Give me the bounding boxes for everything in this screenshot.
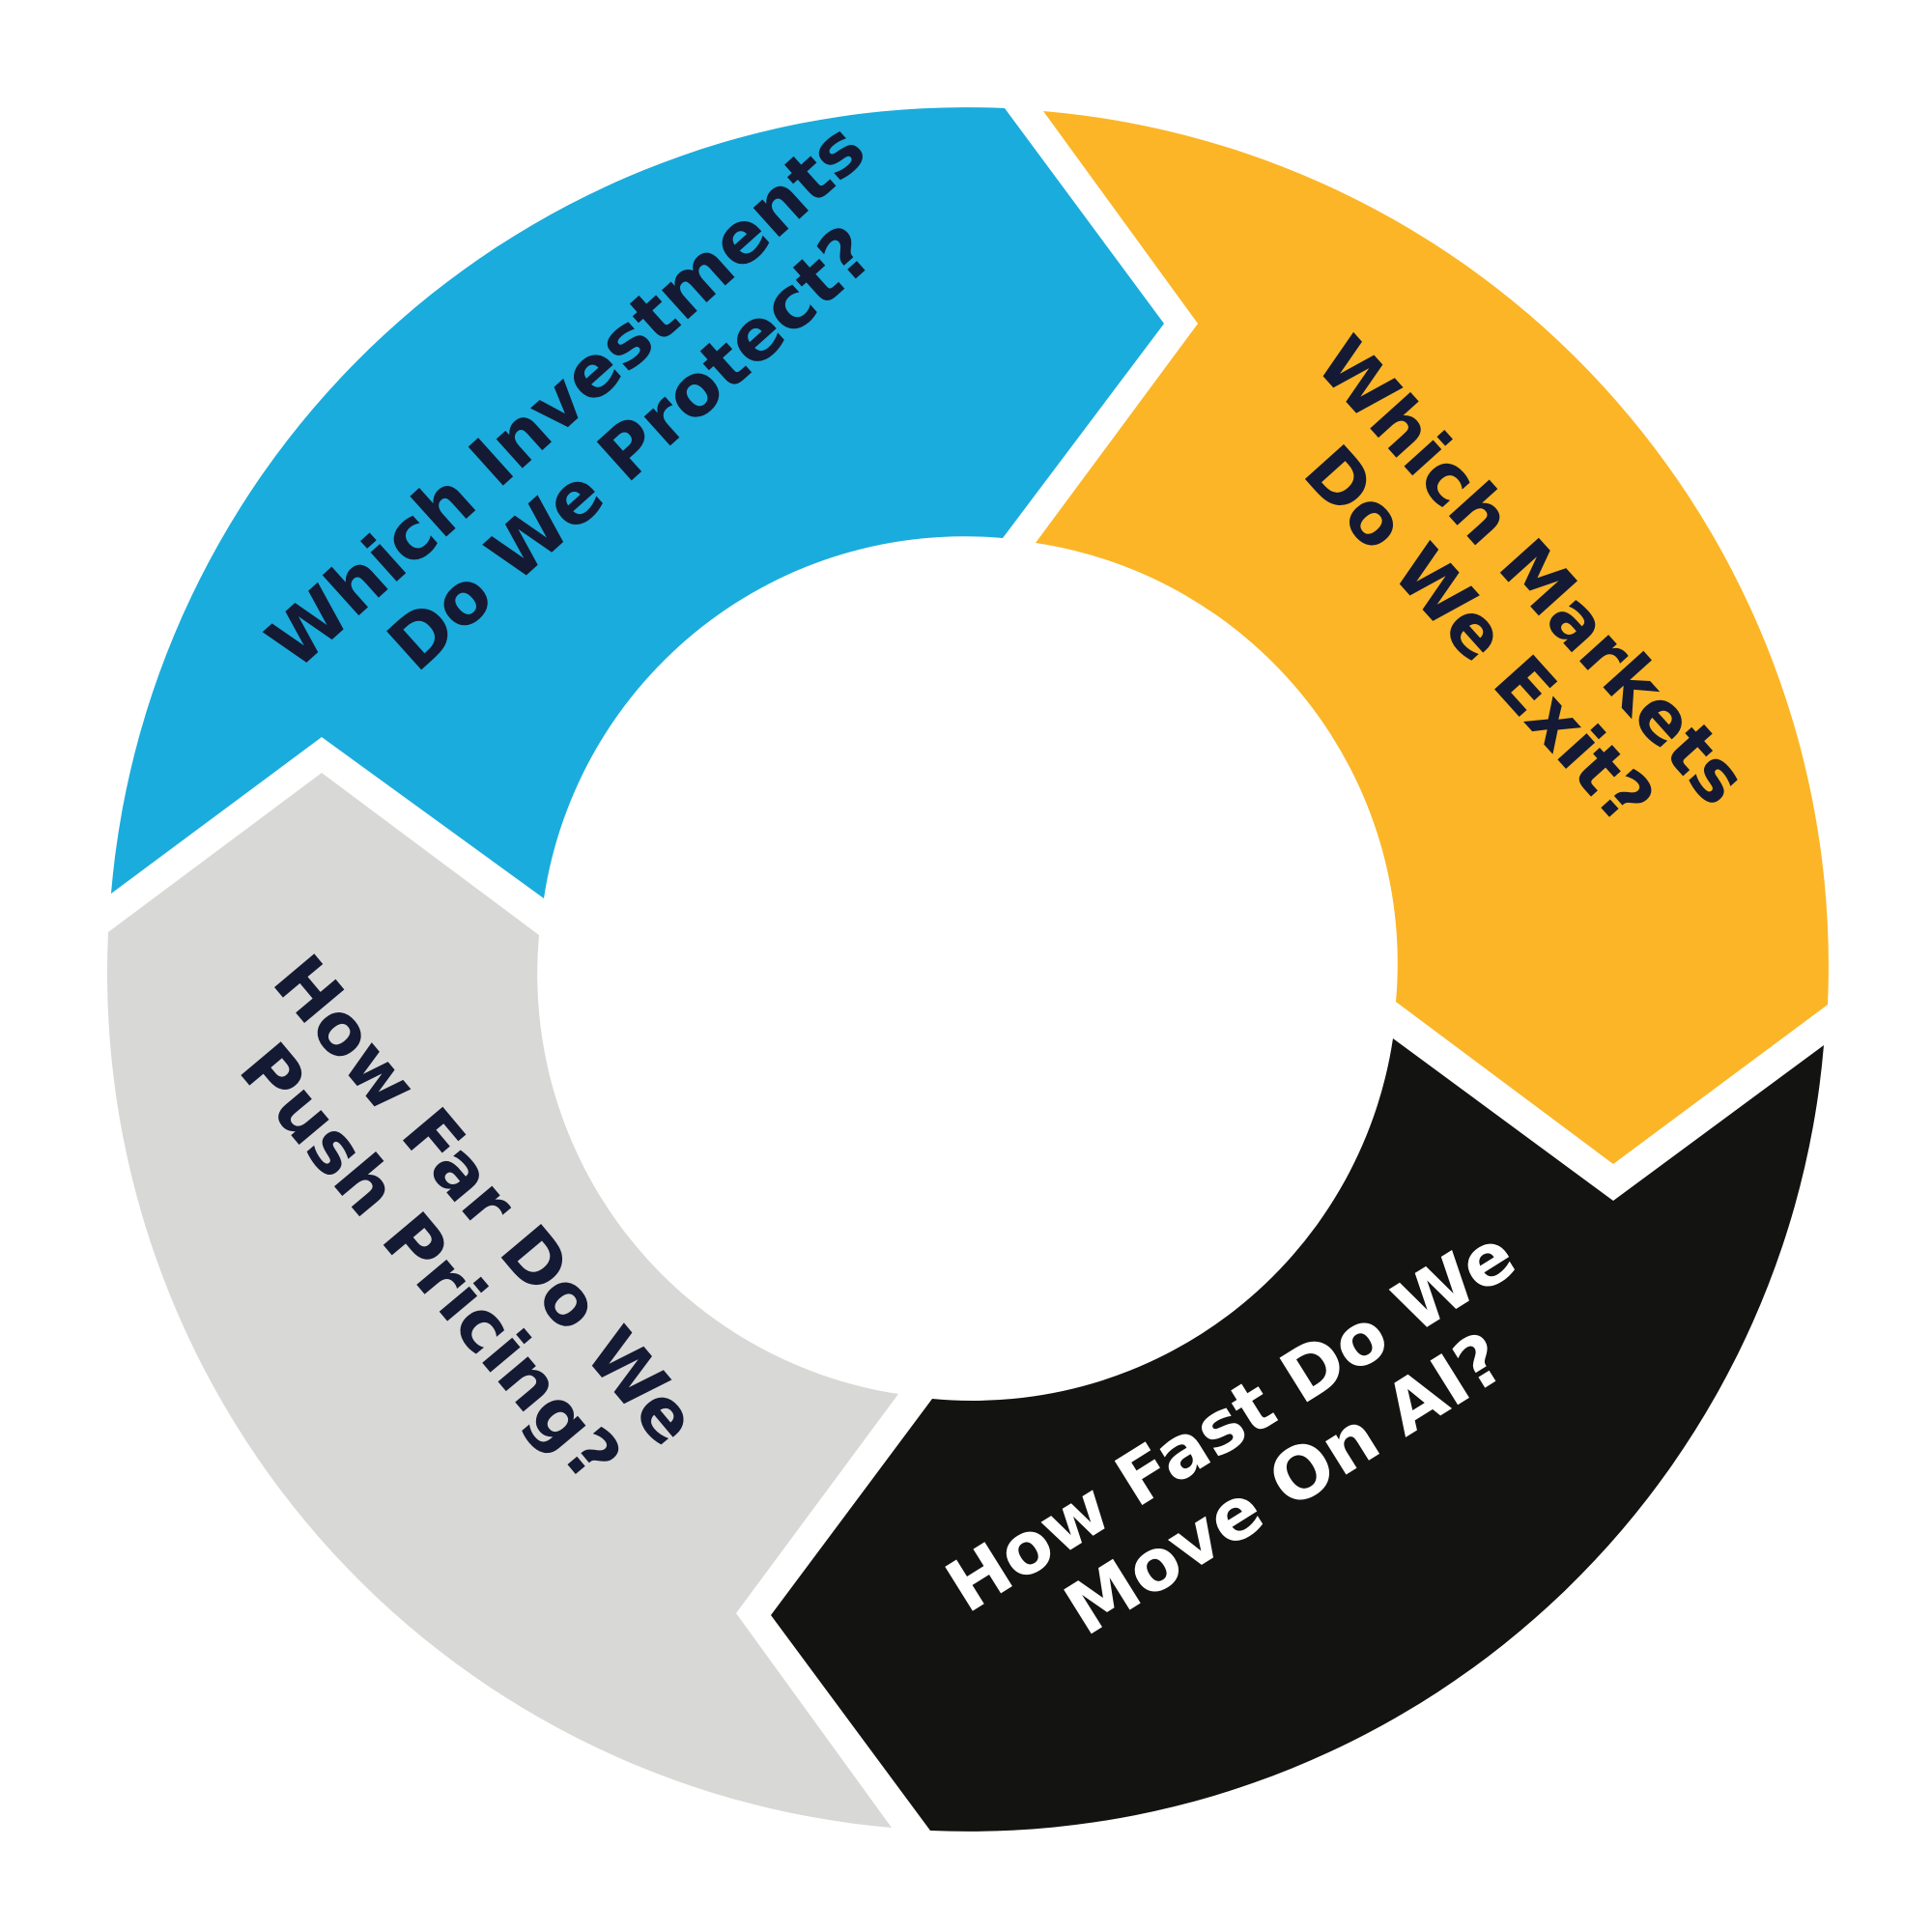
segment-ai: How Fast Do We Move On AI? xyxy=(771,1038,1824,1832)
segment-investments: Which Investments Do We Protect? xyxy=(111,106,1164,898)
segment-pricing: How Far Do We Push Pricing? xyxy=(106,773,898,1828)
segment-markets: Which Markets Do We Exit? xyxy=(1036,111,1829,1164)
segment-investments-shape xyxy=(111,107,1164,898)
segment-markets-shape xyxy=(1036,111,1829,1164)
segment-pricing-shape xyxy=(106,773,898,1828)
segment-ai-shape xyxy=(771,1038,1824,1832)
